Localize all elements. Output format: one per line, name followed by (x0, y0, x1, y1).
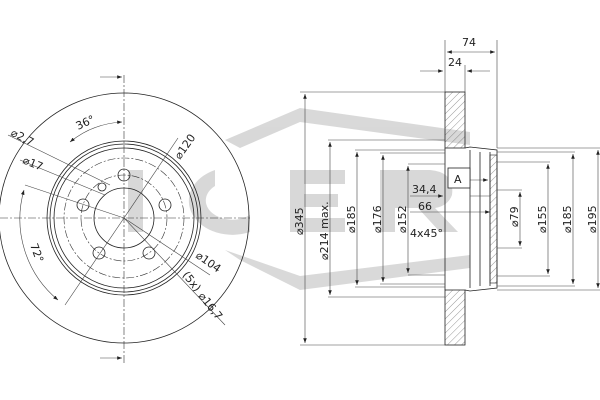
label-d104: ⌀104 (193, 249, 223, 275)
label-d155: ⌀155 (536, 205, 549, 233)
datum-box (447, 167, 471, 189)
label-72deg: 72° (27, 242, 46, 265)
label-d345: ⌀345 (293, 207, 306, 235)
side-view: A 74 24 34,4 66 4x45° ⌀345 ⌀214 max. ⌀18… (293, 36, 600, 346)
label-d79: ⌀79 (508, 206, 521, 227)
label-d195: ⌀195 (586, 205, 599, 233)
watermark-logo (128, 108, 470, 290)
label-chamfer: 4x45° (410, 227, 443, 240)
label-5x: (5x) (180, 269, 204, 294)
label-d152: ⌀152 (396, 205, 409, 233)
label-w24: 24 (448, 56, 462, 69)
label-d176: ⌀176 (371, 205, 384, 233)
label-d120: ⌀120 (172, 132, 198, 162)
label-h34-4: 34,4 (412, 183, 437, 196)
label-d214: ⌀214 max. (318, 201, 331, 260)
label-d17: ⌀17 (21, 154, 45, 174)
label-h66: 66 (418, 200, 432, 213)
label-w74: 74 (462, 36, 476, 49)
label-36deg: 36° (74, 113, 97, 133)
label-datum-a: A (454, 173, 462, 186)
label-d185a: ⌀185 (345, 205, 358, 233)
label-d185b: ⌀185 (561, 205, 574, 233)
